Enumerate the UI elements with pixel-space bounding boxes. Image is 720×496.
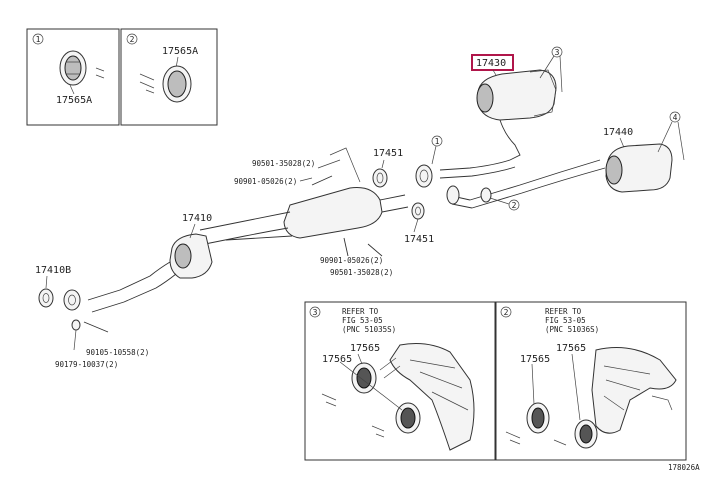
- part-number-17565A-1[interactable]: 17565A: [56, 95, 92, 106]
- inset-4-circle-number: 2: [504, 308, 509, 317]
- inset-4-pnc-label: (PNC 51036S): [545, 325, 599, 334]
- part-number-17451-upper[interactable]: 17451: [373, 148, 403, 159]
- front-pipe-assembly[interactable]: [63, 187, 409, 313]
- nut-upper[interactable]: 90901-05026(2): [234, 175, 333, 186]
- inset-4-part-a[interactable]: 17565: [556, 343, 586, 354]
- inset-3-circle-number: 3: [313, 308, 318, 317]
- hanger-rubber-part[interactable]: [526, 402, 550, 434]
- bolt-front[interactable]: 90105-10558(2): [83, 321, 149, 357]
- callout-circle-2: 2: [512, 201, 517, 210]
- inset-3-pnc-label: (PNC 51035S): [342, 325, 396, 334]
- part-number-90901-05026-upper[interactable]: 90901-05026(2): [234, 177, 297, 186]
- hanger-rubber-part[interactable]: [162, 65, 192, 103]
- part-number-90901-05026-lower[interactable]: 90901-05026(2): [320, 256, 383, 265]
- part-number-17451-lower[interactable]: 17451: [404, 234, 434, 245]
- inset-2-circle-number: 2: [130, 35, 135, 44]
- callout-circle-4: 4: [673, 113, 678, 122]
- nut-front[interactable]: 90179-10037(2): [55, 319, 118, 369]
- inset-box-1: 1 17565A: [26, 28, 120, 126]
- bolt-upper[interactable]: 90501-35028(2): [252, 159, 341, 169]
- sub-muffler[interactable]: 17440: [603, 127, 673, 193]
- inset-box-4: 2 REFER TO FIG 53-05 (PNC 51036S) 17565 …: [495, 301, 687, 461]
- hanger-rubber-part[interactable]: [59, 50, 87, 86]
- hanger-rubber-part[interactable]: [574, 419, 598, 449]
- inset-4-part-b[interactable]: 17565: [520, 354, 550, 365]
- inset-4-refer-label: REFER TO: [545, 307, 582, 316]
- inset-4-fig-label[interactable]: FIG 53-05: [545, 316, 586, 325]
- pipe-flange-joint[interactable]: [415, 164, 433, 188]
- part-number-17410B[interactable]: 17410B: [35, 265, 71, 276]
- part-number-90501-35028-upper[interactable]: 90501-35028(2): [252, 159, 315, 168]
- figure-code: 178026A: [668, 463, 700, 472]
- callout-circle-1: 1: [435, 137, 440, 146]
- inset-3-fig-label[interactable]: FIG 53-05: [342, 316, 383, 325]
- part-number-17565A-2[interactable]: 17565A: [162, 46, 198, 57]
- main-muffler[interactable]: 17430: [471, 54, 557, 161]
- inset-3-refer-label: REFER TO: [342, 307, 379, 316]
- inset-1-circle-number: 1: [36, 35, 41, 44]
- part-number-90501-35028-lower[interactable]: 90501-35028(2): [330, 268, 393, 277]
- hanger-rubber-part[interactable]: [351, 362, 377, 394]
- gasket-17410B[interactable]: 17410B: [35, 265, 71, 308]
- part-number-17410[interactable]: 17410: [182, 213, 212, 224]
- part-number-17430[interactable]: 17430: [476, 58, 506, 69]
- gasket-17451-upper[interactable]: 17451: [372, 148, 403, 188]
- inset-box-3: 3 REFER TO FIG 53-05 (PNC 51035S) 17565 …: [304, 301, 496, 461]
- bolt-lower[interactable]: 90501-35028(2): [330, 243, 393, 277]
- nut-lower[interactable]: 90901-05026(2): [320, 237, 383, 265]
- inset-3-part-a[interactable]: 17565: [350, 343, 380, 354]
- inset-3-part-b[interactable]: 17565: [322, 354, 352, 365]
- inset-box-2: 2 17565A: [120, 28, 218, 126]
- part-number-17440[interactable]: 17440: [603, 127, 633, 138]
- callout-circle-3: 3: [555, 48, 560, 57]
- part-number-90105-10558[interactable]: 90105-10558(2): [86, 348, 149, 357]
- tail-pipe-assembly[interactable]: [439, 159, 606, 209]
- gasket-17451-lower[interactable]: 17451: [404, 202, 434, 245]
- hanger-rubber-part[interactable]: [395, 402, 421, 434]
- part-number-90179-10037[interactable]: 90179-10037(2): [55, 360, 118, 369]
